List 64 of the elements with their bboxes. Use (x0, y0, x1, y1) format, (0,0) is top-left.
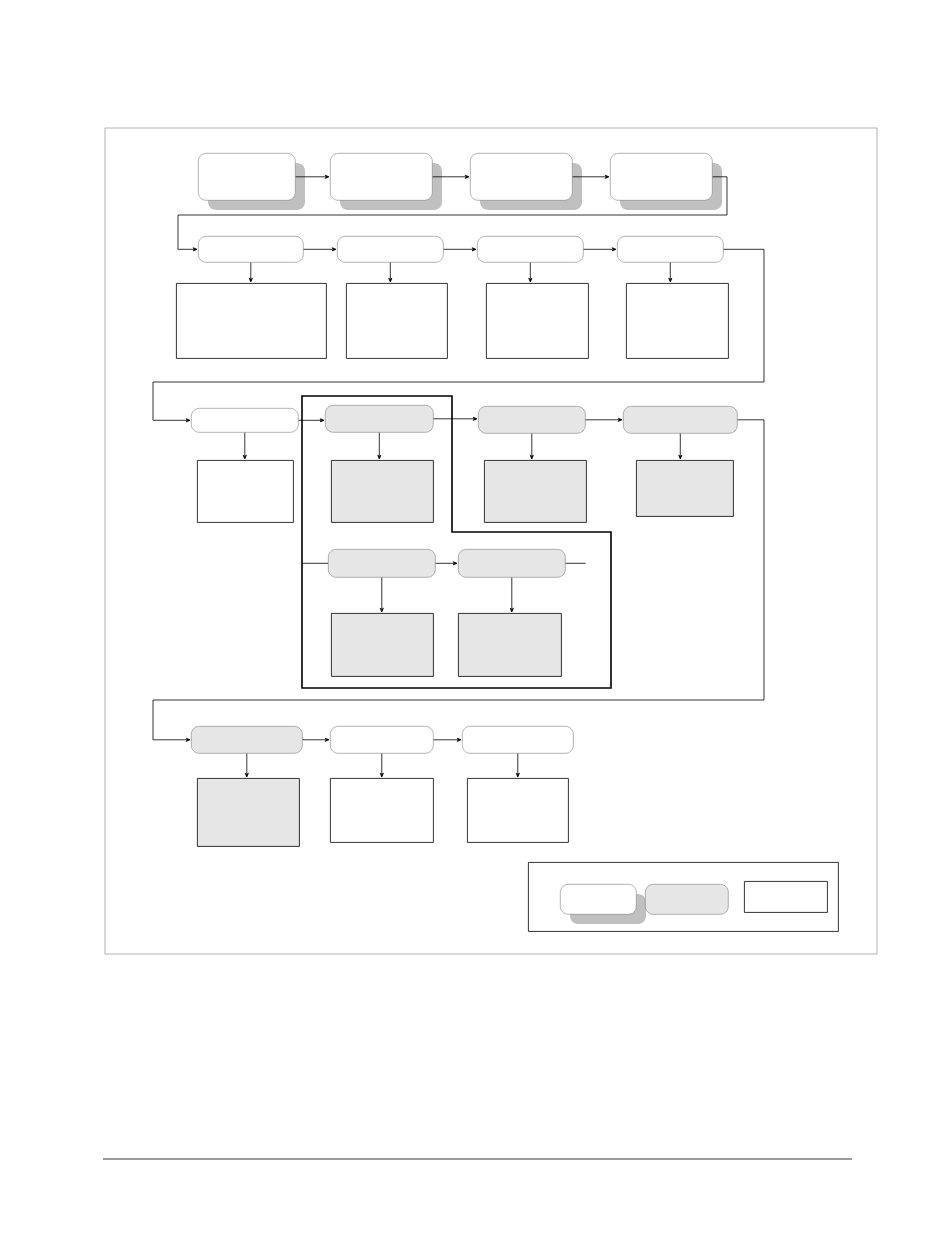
arrow (377, 432, 382, 460)
arrow (668, 262, 673, 283)
connector-line (565, 562, 586, 564)
arrow (379, 753, 384, 778)
detail-box (486, 283, 589, 359)
step-box (337, 236, 444, 263)
detail-box (197, 778, 300, 847)
step-box (325, 405, 434, 433)
arrow (585, 417, 623, 422)
detail-box (346, 283, 448, 359)
step-box (478, 406, 586, 434)
arrow (379, 577, 384, 613)
step-box (458, 549, 566, 578)
arrow (302, 737, 330, 742)
arrow (443, 247, 477, 252)
arrow (433, 737, 462, 742)
detail-box (197, 460, 294, 523)
arrow (509, 577, 514, 613)
step-box (477, 236, 584, 263)
arrow (529, 433, 534, 460)
detail-box (176, 283, 327, 359)
arrow (435, 561, 458, 566)
step-box (617, 236, 724, 263)
detail-box (458, 613, 562, 677)
arrow (248, 262, 253, 283)
step-box (330, 153, 442, 210)
connector-line (301, 562, 329, 564)
arrow (177, 176, 728, 252)
arrow (678, 433, 683, 460)
arrow (515, 753, 520, 778)
step-box (610, 153, 722, 210)
step-box (560, 884, 646, 924)
arrow (388, 262, 393, 283)
detail-box (331, 613, 434, 677)
arrow (152, 248, 765, 423)
detail-box (331, 460, 434, 523)
detail-box (484, 460, 587, 523)
group-outline (301, 395, 612, 689)
step-box (198, 236, 304, 263)
arrow (432, 174, 470, 179)
arrow (295, 174, 330, 179)
step-box (462, 726, 574, 754)
step-box (198, 153, 305, 210)
arrow (572, 174, 610, 179)
arrow (528, 262, 533, 283)
detail-box (330, 778, 434, 843)
arrow (298, 418, 325, 423)
arrow (244, 753, 249, 778)
step-box (470, 153, 582, 210)
detail-box (744, 881, 828, 913)
step-box (330, 726, 434, 754)
step-box (623, 406, 738, 434)
step-box (328, 549, 436, 578)
step-box (191, 408, 299, 433)
arrow (433, 416, 478, 421)
detail-box (467, 778, 569, 843)
arrow (583, 247, 617, 252)
arrow (242, 432, 247, 460)
detail-box (636, 460, 734, 517)
arrow (152, 419, 765, 742)
detail-box (626, 283, 729, 359)
step-box (645, 884, 729, 915)
step-box (191, 726, 303, 754)
arrow (303, 247, 337, 252)
